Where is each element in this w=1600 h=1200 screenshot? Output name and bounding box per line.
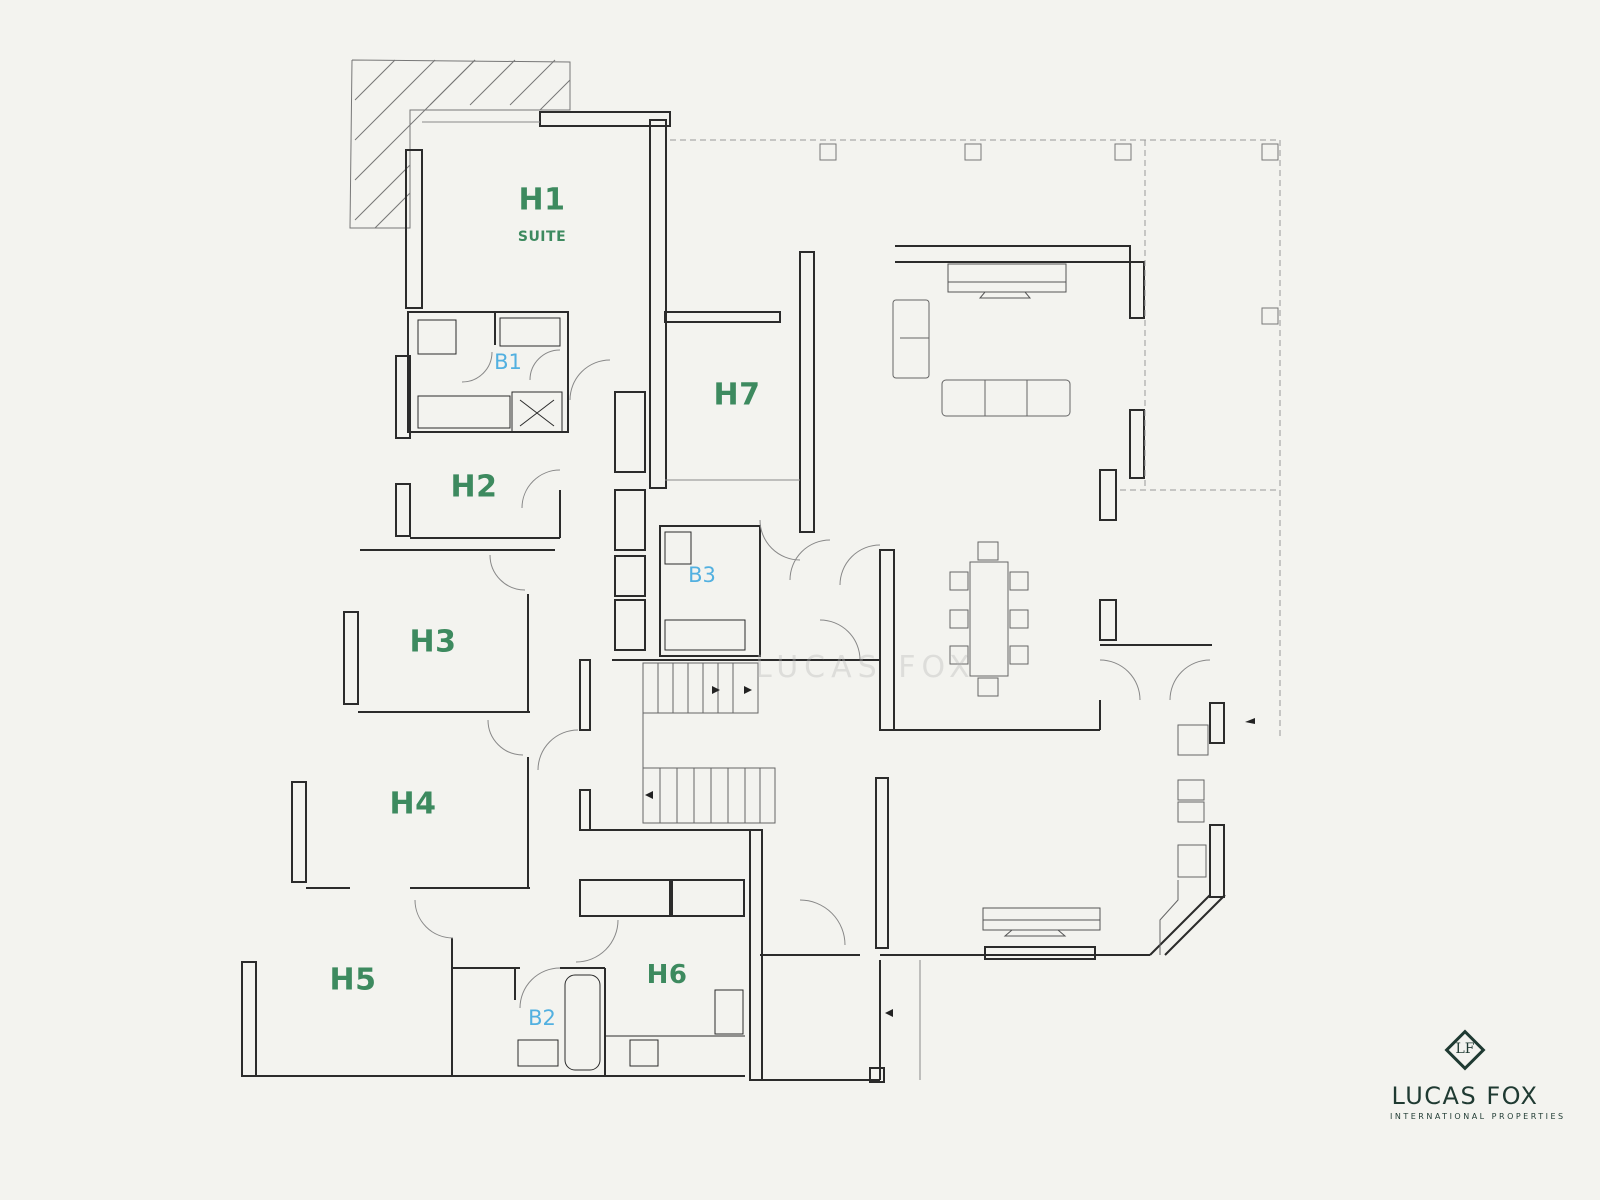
bath-label-b3: B3 <box>688 563 716 587</box>
tv-unit-bottom <box>982 907 1101 937</box>
room-sublabel-suite: SUITE <box>517 229 567 245</box>
stair-arrows <box>645 686 1255 1017</box>
room-label-h1: H1 <box>518 182 566 218</box>
logo-diamond-icon: LF <box>1443 1028 1487 1072</box>
room-label-h3: H3 <box>409 624 457 660</box>
room-label-h7: H7 <box>713 377 761 413</box>
bath-label-b2: B2 <box>528 1006 556 1030</box>
watermark: LUCAS FOX <box>755 650 976 685</box>
logo-name: LUCAS FOX <box>1391 1082 1539 1110</box>
staircase <box>642 662 776 824</box>
room-label-h5: H5 <box>329 962 377 998</box>
room-label-h4: H4 <box>389 786 437 822</box>
lucas-fox-logo: LF LUCAS FOX INTERNATIONAL PROPERTIES <box>1390 1028 1566 1121</box>
kitchen-counter <box>1159 724 1209 955</box>
logo-monogram: LF <box>1455 1041 1475 1057</box>
bath-label-b1: B1 <box>494 350 522 374</box>
room-label-h6: H6 <box>646 960 688 990</box>
room-label-h2: H2 <box>450 469 498 505</box>
sofa-group <box>892 299 1071 417</box>
dining-table <box>949 541 1029 697</box>
hatched-terrace <box>349 59 571 229</box>
logo-tagline: INTERNATIONAL PROPERTIES <box>1390 1112 1566 1121</box>
tv-unit-top <box>947 263 1067 299</box>
